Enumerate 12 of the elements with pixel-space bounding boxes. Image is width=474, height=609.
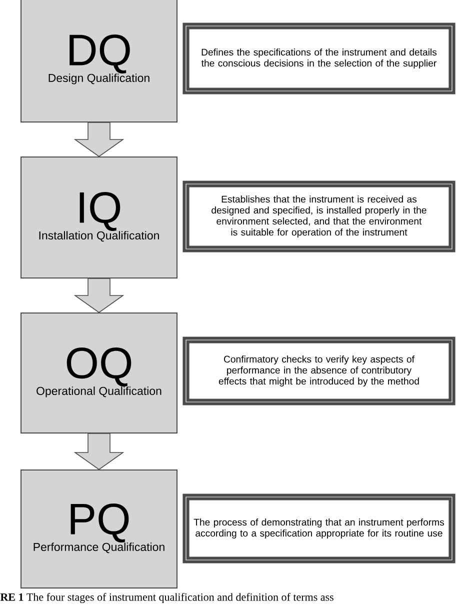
block-arrow	[74, 433, 124, 470]
description-box: Confirmatory checks to verify key aspects of performance in the absence of contributory effects that might be introduced by the method	[182, 336, 456, 406]
block-arrow	[74, 122, 124, 157]
stage-box: PQ Performance Qualification	[20, 470, 178, 588]
description-box: Defines the specifications of the instrument and details the conscious decisions in the selection of the supplier	[182, 22, 456, 94]
stage-box: IQ Installation Qualification	[20, 156, 178, 278]
block-arrow	[74, 278, 124, 313]
description-box: The process of demonstrating that an instrument performs according to a specification appropriate for its routine use	[182, 494, 456, 564]
stage-box: OQ Operational Qualification	[20, 312, 178, 434]
caption: RE 1 The four stages of instrument qualification and definition of terms ass	[0, 592, 334, 604]
stage-box: DQ Design Qualification	[20, 0, 178, 122]
description-box: Establishes that the instrument is received as designed and specified, is installed properly in the environment selected, and that the environment is suitable for operation of the instrument	[182, 180, 456, 252]
